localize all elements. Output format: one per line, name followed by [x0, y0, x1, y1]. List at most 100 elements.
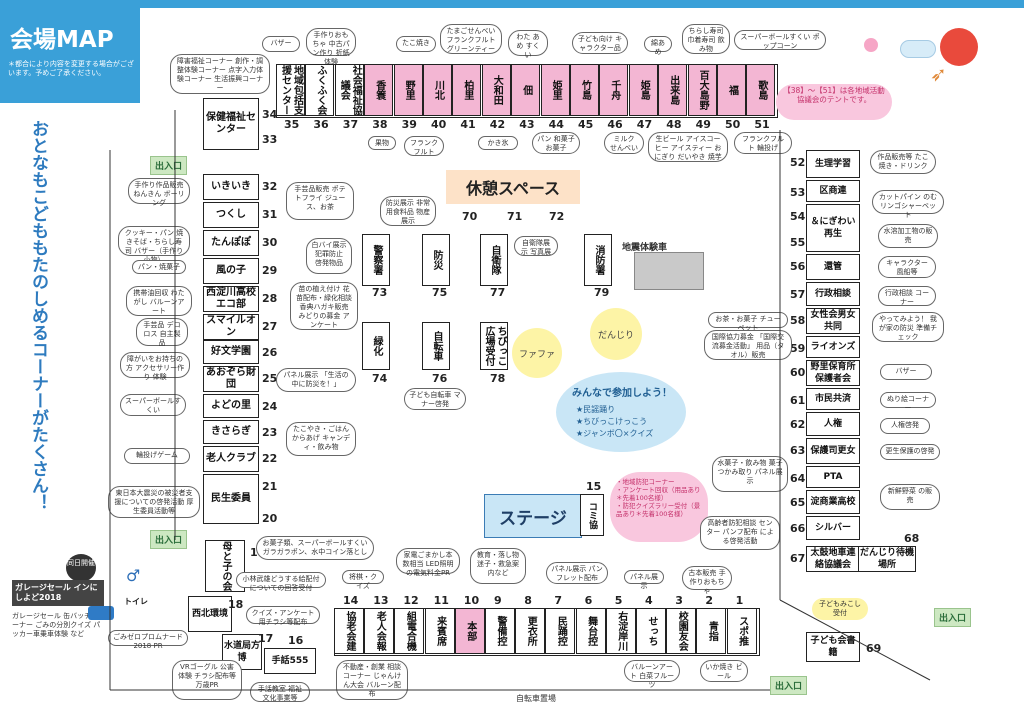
earthquake-truck-label: 地震体験車 — [622, 243, 668, 253]
booth-num: 9 — [494, 594, 502, 607]
booth-78: ちびっこ広場受付 — [480, 322, 508, 370]
booth-right-10: 保護司更女 — [806, 438, 860, 464]
rest-num-70: 70 — [462, 210, 478, 223]
booth-label: 川北 — [432, 80, 444, 100]
booth-3: 校園友会 — [666, 608, 697, 654]
booth-label: 来賓席 — [434, 616, 446, 646]
booth-16: 手話555 — [264, 648, 316, 674]
booth-num: 66 — [790, 522, 806, 535]
booth-label: 大和田 — [491, 75, 503, 105]
booth-30: たんぽぽ — [203, 230, 259, 256]
stage-side-booth: コミ協 — [580, 494, 604, 536]
lower-left-bubble: 小林武雄どうする給配付 についての回答受付 — [236, 572, 326, 592]
booth-label: 防災 — [431, 250, 442, 270]
booth-label: 竹島 — [579, 80, 591, 100]
booth-num: 18 — [228, 598, 244, 611]
booth-num: 79 — [594, 286, 610, 299]
booth-num: 42 — [489, 118, 506, 131]
bird-icon: ➶ — [930, 62, 947, 86]
booth-num: 63 — [790, 444, 806, 457]
parking-label: 自転車置場 — [516, 694, 556, 703]
booth-11: 来賓席 — [424, 608, 455, 654]
booth-num: 49 — [695, 118, 711, 131]
left-bubble: 障害福祉コーナー 創作・調整体験コーナー 点字入力体験コーナー 生活振興コーナー — [170, 54, 270, 94]
top-bottom-bubble: フランクフルト 輪投げ — [734, 132, 792, 154]
booth-num: 61 — [790, 394, 806, 407]
booth-41: 柏里 — [452, 64, 482, 116]
slogan: おとなもこどももたのしめるコーナーがたくさん！ — [28, 120, 48, 511]
booth-num: 50 — [725, 118, 741, 131]
title-panel: 会場MAP ＊都合により内容を変更する場合がございます。予めご了承ください。 — [0, 0, 140, 103]
booth-right-6: ライオンズ — [806, 336, 860, 358]
booth-32: いきいき — [203, 174, 259, 200]
gate-left-top: 出入口 — [150, 156, 188, 175]
top-bubble: 子ども向け キャラクター品 — [572, 32, 628, 54]
booth-label: 自衛隊 — [489, 245, 500, 275]
booth-35: 地域包括支援センター — [276, 64, 305, 116]
bottom-bubble: 将棋・クイズ — [342, 570, 384, 590]
booth-40: 川北 — [423, 64, 452, 116]
booth-36: ふくふく会 — [305, 64, 335, 116]
booth-label: 百大島野 — [697, 70, 709, 110]
booth-num: 67 — [790, 552, 806, 565]
booth-label: 消防署 — [593, 245, 604, 275]
booth-51: 歌島 — [746, 64, 776, 116]
booth-37: 社会福祉協議会 — [334, 64, 364, 116]
left-bubble: パネル展示 「生活の中に防災を！」 — [276, 368, 356, 392]
booth-right-8: 市民共済 — [806, 388, 860, 410]
booth-18: 西北環境 — [188, 596, 232, 632]
lower-left-bubble: クイズ・アンケート 用チラシ等配布 — [246, 606, 320, 626]
booth-num: 23 — [262, 426, 278, 439]
participation-title: みんなで参加しよう！ — [572, 388, 672, 399]
left-bubble: スーパーボールすくい — [120, 394, 186, 416]
booth-num: 31 — [262, 208, 278, 221]
booth-num: 51 — [754, 118, 770, 131]
booth-num: 64 — [790, 472, 806, 485]
kids-note: 子どもみこし受付 — [812, 598, 868, 620]
booth-num: 76 — [432, 372, 448, 385]
left-bubble: 東日本大震災の被災者支援についての啓発活動 厚生委員活動等 — [108, 486, 200, 518]
booth-47: 姫島 — [628, 64, 658, 116]
right-bubble: 更生保護の啓発 — [880, 444, 940, 460]
booth-right-3: 還管 — [806, 254, 860, 280]
top-bubble: 綿あめ — [644, 36, 672, 56]
booth-25: あおぞら財団 — [203, 366, 259, 392]
booth-num: 34 — [262, 108, 278, 121]
rest-num-72: 72 — [549, 210, 565, 223]
booth-right-15: だんじり待機場所 — [858, 546, 916, 572]
booth-num: 52 — [790, 156, 806, 169]
booth-label: 組電合機 — [404, 611, 416, 651]
booth-79: 消防署 — [584, 234, 612, 286]
page-note: ＊都合により内容を変更する場合がございます。予めご了承ください。 — [8, 60, 134, 77]
booth-num: 5 — [614, 594, 623, 607]
booth-num: 21 — [262, 480, 278, 493]
booth-num: 57 — [790, 288, 806, 301]
booth-num: 48 — [666, 118, 682, 131]
stage-num: 15 — [586, 480, 602, 493]
booth-23: きさらぎ — [203, 420, 259, 444]
booth-label: 佃 — [520, 85, 532, 95]
right-bubble: キャラクター 風船等 — [878, 256, 936, 278]
booth-label: 自転車 — [431, 331, 442, 361]
pink-note: 【38】〜【51】は各地域活動協議会のテントです。 — [776, 84, 892, 120]
booth-num: 39 — [401, 118, 417, 131]
left-bubble: 輪投げゲーム — [124, 448, 190, 464]
booth-34: 保健福祉センター — [203, 98, 259, 150]
booth-num: 3 — [675, 594, 683, 607]
booth-num: 44 — [548, 118, 564, 131]
rest-space: 休憩スペース — [446, 170, 580, 204]
bottom-bubble: いか焼き ビール — [700, 660, 748, 682]
earthquake-truck-image — [634, 252, 704, 290]
booth-num: 22 — [262, 452, 278, 465]
booth-label: 歌島 — [755, 80, 767, 100]
participation-item-1: ★民謡踊り — [576, 405, 616, 414]
booth-num: 8 — [524, 594, 532, 607]
left-bubble: お菓子類、スーパーボールすくい ガラガラポン、水中コイン落とし — [256, 536, 374, 560]
bottom-bubble: 古本販売 手作りおもちゃ — [682, 566, 732, 595]
booth-label: 福 — [726, 85, 738, 95]
booth-label: 柏里 — [461, 80, 473, 100]
left-bubble: 手作り作品販売 ねんきん ボーリング — [128, 178, 190, 207]
booth-num: 25 — [262, 372, 278, 385]
booth-8: 更衣所 — [515, 608, 546, 654]
